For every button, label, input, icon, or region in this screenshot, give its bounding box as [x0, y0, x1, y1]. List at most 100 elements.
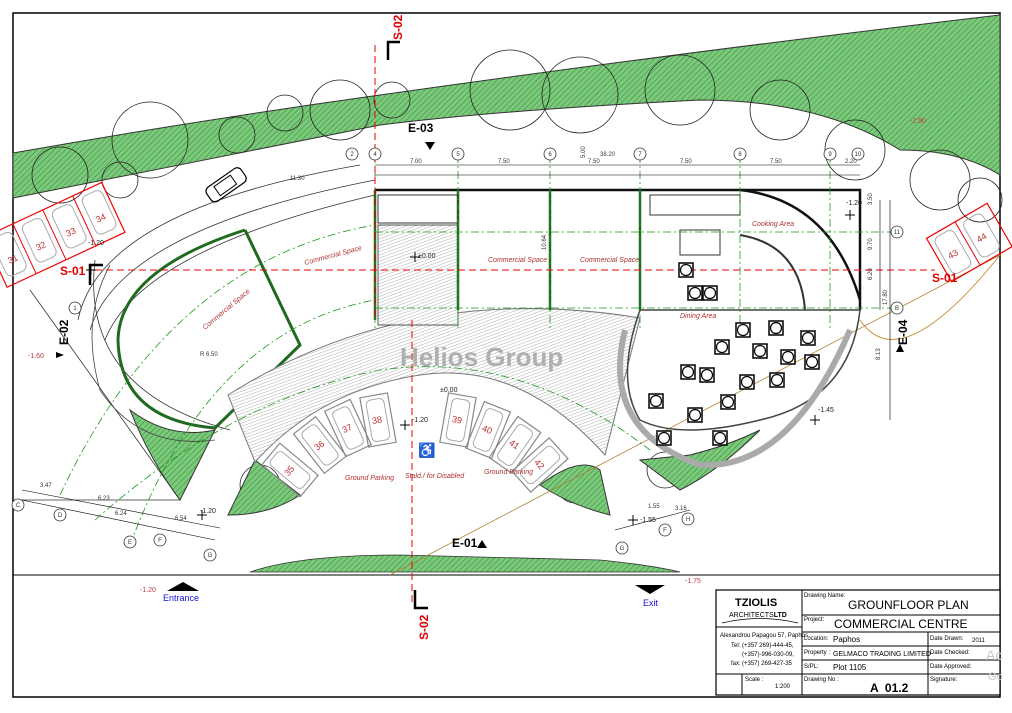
- tel-2: (+357)-996-030-09,: [742, 652, 794, 658]
- grid-marker-label: F: [663, 528, 667, 534]
- dimension-label: 11.30: [290, 176, 305, 182]
- grid-marker-label: E: [128, 540, 132, 546]
- grid-marker: 8: [733, 147, 747, 161]
- elevation-arrow-icon: [425, 142, 435, 150]
- dimension-label: 10.64: [542, 234, 548, 250]
- level-mark: -2.50: [910, 118, 926, 125]
- property-label: Property :: [804, 650, 830, 656]
- section-label: S-01: [932, 271, 958, 285]
- parking-bay: 37: [323, 398, 373, 458]
- dimension-label: 7.50: [588, 159, 600, 165]
- signature-label: Signature:: [930, 677, 958, 683]
- elevation-arrow-icon: [56, 352, 64, 358]
- dining-table: [714, 339, 730, 355]
- space-label: Dining Area: [680, 313, 716, 320]
- dining-table: [804, 354, 820, 370]
- dining-table: [699, 367, 715, 383]
- landscape-planter-dining: [638, 429, 761, 491]
- dimension-label: 7.00: [410, 159, 422, 165]
- drawing-frame: [12, 12, 1001, 698]
- dimension-label: 5.00: [581, 146, 587, 158]
- dimension-label: 3.16: [675, 506, 687, 512]
- dining-table: [735, 322, 751, 338]
- tel-label: Tel:: [731, 643, 741, 649]
- parking-bays-left: 31 32 33 34: [0, 181, 126, 289]
- grid-marker-label: 8: [738, 152, 742, 158]
- property-value: GELMACO TRADING LIMITED: [833, 651, 931, 658]
- elevation-label: E-04: [896, 319, 910, 345]
- dimension-label: 8.13: [876, 348, 882, 360]
- space-label: Ground Parking: [484, 469, 533, 476]
- dimension-label: 2.20: [845, 159, 857, 165]
- structural-grid: [59, 155, 900, 546]
- dining-table: [680, 364, 696, 380]
- tel-1: (+357 269)-444-45,: [742, 643, 794, 649]
- grid-marker-label: G: [208, 553, 213, 559]
- grid-marker: G: [615, 541, 629, 555]
- parking-number: 33: [64, 226, 77, 239]
- drawing-number: A 01.2: [870, 681, 909, 695]
- exit-label[interactable]: Exit: [643, 598, 659, 608]
- parking-bay: 36: [292, 415, 348, 475]
- dining-table: [712, 430, 728, 446]
- parking-number: 32: [34, 239, 47, 252]
- dining-table: [780, 349, 796, 365]
- grid-marker: 2: [345, 147, 359, 161]
- level-mark: -1.20: [200, 508, 216, 515]
- parking-number: 41: [507, 437, 521, 451]
- elevation-label: E-02: [57, 319, 71, 345]
- parking-number: 39: [451, 414, 463, 426]
- level-mark: -1.45: [818, 407, 834, 414]
- space-label: Commercial Space: [202, 288, 252, 331]
- location-label: Location:: [804, 636, 829, 642]
- level-mark: ±0.00: [440, 387, 458, 394]
- curved-ramp: [227, 308, 641, 463]
- elevation-arrow-icon: [477, 540, 487, 548]
- grid-marker-label: 10: [855, 152, 862, 158]
- date-checked-label: Date Checked:: [930, 650, 970, 656]
- parking-bay: 41: [488, 415, 542, 475]
- grid-marker-label: D: [58, 513, 63, 519]
- dining-table: [800, 330, 816, 346]
- grid-marker: F: [153, 533, 167, 547]
- drawing-name-label: Drawing Name:: [804, 593, 846, 599]
- dimension-label: 6.24: [115, 511, 127, 517]
- level-mark: -1.20: [88, 240, 104, 247]
- entrance-label[interactable]: Entrance: [163, 593, 199, 603]
- section-marker-top: [386, 40, 400, 60]
- drawing-no-label: Drawing No :: [804, 677, 839, 683]
- parking-bays-right: 43 44: [925, 202, 1012, 283]
- space-label: Cooking Area: [752, 221, 794, 228]
- section-label: S-01: [60, 264, 86, 278]
- parking-number: 31: [6, 253, 19, 266]
- scale-value: 1:200: [775, 684, 791, 690]
- grid-marker: 6: [543, 147, 557, 161]
- project-label: Project:: [804, 617, 825, 623]
- grid-marker: B: [890, 301, 904, 315]
- dining-table: [768, 320, 784, 336]
- dining-steps: [617, 328, 853, 469]
- dimension-label: 3.50: [868, 193, 874, 205]
- level-mark: -1.20: [846, 200, 862, 207]
- level-mark: -1.75: [685, 578, 701, 585]
- dimension-label: 7.50: [498, 159, 510, 165]
- elevation-arrow-icon: [896, 344, 904, 352]
- firm-name: TZIOLIS: [735, 597, 777, 609]
- level-mark: -1.20: [140, 587, 156, 594]
- parking-bay: 40: [464, 400, 512, 460]
- grid-marker: G: [203, 548, 217, 562]
- grid-marker: 5: [451, 147, 465, 161]
- location-value: Paphos: [833, 635, 860, 644]
- os-activation-watermark: Go: [988, 671, 1003, 683]
- grid-marker-label: 6: [548, 152, 552, 158]
- parking-bay: 35: [261, 442, 319, 498]
- space-label: Commercial Space: [304, 245, 363, 267]
- fax-number: (+357) 269-427-35: [742, 661, 793, 667]
- scale-label: Scale :: [745, 677, 764, 683]
- elevation-label: E-03: [408, 121, 434, 135]
- date-approved-label: Date Approved:: [930, 664, 972, 670]
- dimension-label: 9.70: [868, 238, 874, 250]
- grid-marker: 11: [890, 225, 904, 239]
- watermark-text: Helios Group: [400, 342, 563, 372]
